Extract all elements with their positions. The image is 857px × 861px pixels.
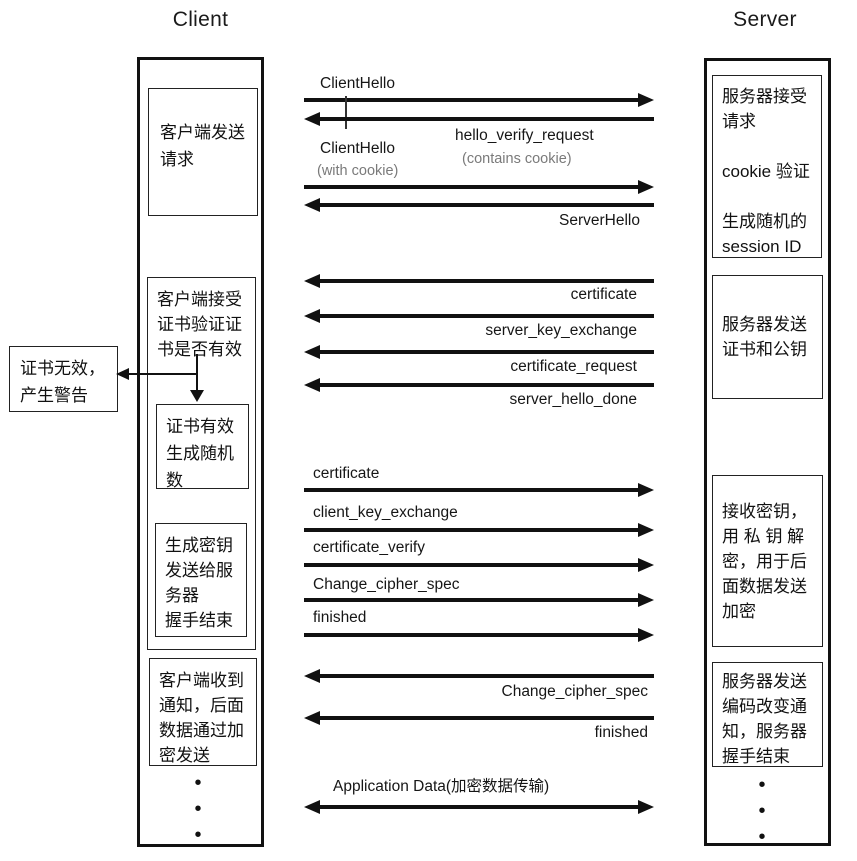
arrow-server-key-exchange [304,309,654,323]
arrowhead-right-icon [638,593,654,607]
server-step-change-cipher: 服务器发送 编码改变通 知，服务器 握手结束 [712,662,823,767]
arrowhead-left-icon [304,378,320,392]
arrow-down-icon [190,390,204,402]
server-step-receive-key: 接收密钥， 用 私 钥 解 密，用于后 面数据发送 加密 [712,475,823,647]
label-certificate-request: certificate_request [510,358,637,375]
server-title: Server [733,8,797,31]
arrowhead-right-icon [638,483,654,497]
label-change-cipher-c2s: Change_cipher_spec [313,576,460,593]
label-change-cipher-s2c: Change_cipher_spec [501,683,649,700]
client-ellipsis-dots: • • • [194,772,202,846]
arrow-certificate-c2s [304,483,654,497]
arrowhead-right-icon [638,558,654,572]
label-server-hello-done: server_hello_done [509,391,637,408]
arrow-change-cipher-s2c [304,669,654,683]
arrowhead-right-icon [638,800,654,814]
label-serverhello: ServerHello [559,212,640,229]
branch-horizontal-line [128,373,198,375]
arrow-clienthello-2 [304,180,654,194]
arrow-server-hello-done [304,378,654,392]
label-certificate-verify: certificate_verify [313,539,425,556]
label-clienthello-1: ClientHello [320,75,395,92]
arrowhead-left-icon [304,198,320,212]
arrow-change-cipher-c2s [304,593,654,607]
arrow-client-key-exchange [304,523,654,537]
label-finished-s2c: finished [594,724,648,741]
arrowhead-right-icon [638,523,654,537]
arrowhead-left-icon [304,669,320,683]
server-step-send-cert: 服务器发送 证书和公钥 [712,275,823,399]
arrowhead-left-icon [304,711,320,725]
arrowhead-right-icon [638,628,654,642]
label-contains-cookie: (contains cookie) [462,151,572,167]
arrowhead-left-icon [304,345,320,359]
arrow-application-data [304,800,654,814]
client-step-cert-valid: 证书有效 生成随机 数 [156,404,249,490]
arrow-certificate-request [304,345,654,359]
arrow-certificate-s2c [304,274,654,288]
label-client-key-exchange: client_key_exchange [313,504,458,521]
client-step-received-notice: 客户端收到 通知，后面 数据通过加 密发送 [149,658,257,766]
label-hello-verify-request: hello_verify_request [455,127,594,144]
client-step-generate-key: 生成密钥 发送给服 务器 握手结束 [155,523,247,637]
label-certificate-c2s: certificate [313,465,380,482]
label-with-cookie: (with cookie) [317,163,399,179]
label-certificate-s2c: certificate [570,286,637,303]
label-server-key-exchange: server_key_exchange [485,322,637,339]
arrowhead-right-icon [638,93,654,107]
arrow-left-icon [116,368,129,380]
arrowhead-left-icon [304,800,320,814]
arrow-finished-s2c [304,711,654,725]
arrow-hello-verify-request [304,112,654,126]
server-step-accept-request: 服务器接受 请求 cookie 验证 生成随机的 session ID [712,75,822,258]
label-finished-c2s: finished [313,609,367,626]
client-title: Client [172,8,229,31]
client-step-send-request: 客户端发送 请求 [148,88,258,216]
certificate-invalid-warning-box: 证书无效， 产生警告 [9,346,118,412]
label-clienthello-2: ClientHello [320,140,395,157]
arrowhead-left-icon [304,112,320,126]
arrowhead-right-icon [638,180,654,194]
server-ellipsis-dots: • • • [758,774,766,848]
arrow-serverhello [304,198,654,212]
label-application-data: Application Data(加密数据传输) [333,778,550,795]
timeline-tick [345,96,347,129]
arrow-clienthello-1 [304,93,654,107]
arrowhead-left-icon [304,274,320,288]
arrow-certificate-verify [304,558,654,572]
arrowhead-left-icon [304,309,320,323]
arrow-finished-c2s [304,628,654,642]
